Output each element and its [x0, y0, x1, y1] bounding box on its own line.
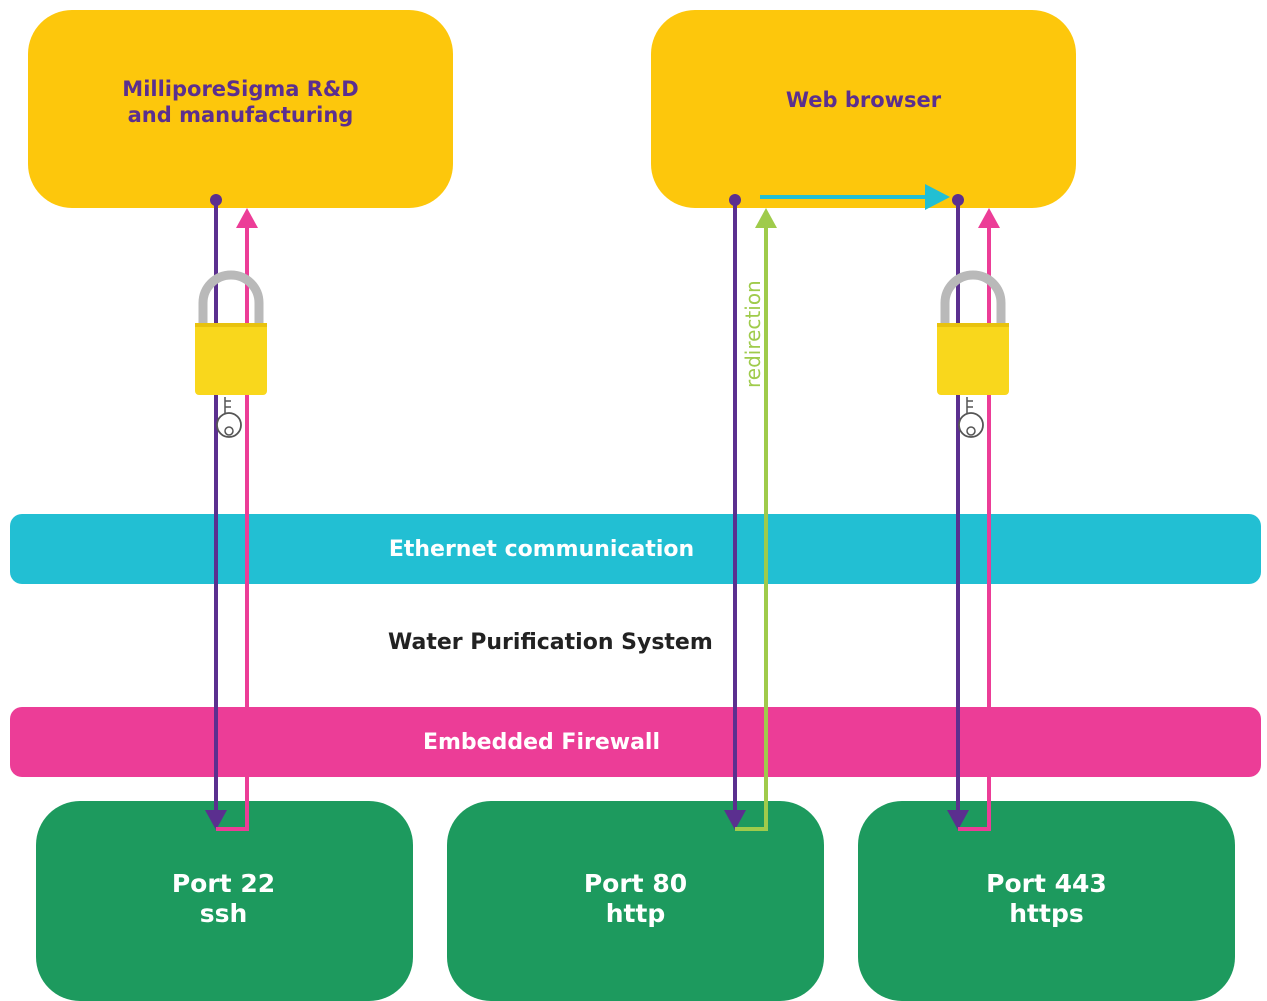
port-443-box: Port 443 https [858, 801, 1235, 1001]
port-443-label: Port 443 [986, 869, 1107, 898]
port-22-protocol: ssh [199, 899, 248, 928]
rnd-client-box: MilliporeSigma R&D and manufacturing [28, 10, 453, 208]
forward-arrowhead [925, 184, 950, 210]
http-channel: redirection [724, 194, 777, 831]
port-22-label: Port 22 [171, 869, 276, 898]
browser-forward-arrow [760, 184, 950, 210]
ssh-channel [195, 194, 267, 831]
ethernet-band: Ethernet communication [10, 514, 1261, 584]
port-80-label: Port 80 [583, 869, 688, 898]
https-response-line [958, 228, 991, 831]
system-label: Water Purification System [388, 630, 713, 655]
web-browser-box: Web browser [651, 10, 1076, 208]
port-80-protocol: http [605, 899, 666, 928]
web-browser-label: Web browser [785, 88, 942, 112]
https-request-arrowhead [947, 810, 969, 830]
https-response-arrowhead [978, 208, 1000, 228]
firewall-band: Embedded Firewall [10, 707, 1261, 777]
redirect-arrowhead [755, 208, 777, 228]
port-80-box: Port 80 http [447, 801, 824, 1001]
port-443-protocol: https [1009, 899, 1084, 928]
ssh-response-arrowhead [236, 208, 258, 228]
port-22-box: Port 22 ssh [36, 801, 413, 1001]
ssh-request-arrowhead [205, 810, 227, 830]
https-lock-icon [937, 275, 1009, 437]
rnd-client-line2: and manufacturing [127, 103, 354, 127]
firewall-label: Embedded Firewall [422, 729, 661, 755]
http-request-arrowhead [724, 810, 746, 830]
ssh-response-line [216, 228, 249, 831]
redirect-label: redirection [741, 280, 765, 388]
ethernet-label: Ethernet communication [388, 536, 695, 562]
redirect-line [735, 228, 768, 831]
rnd-client-line1: MilliporeSigma R&D [122, 77, 359, 101]
ssh-lock-icon [195, 275, 267, 437]
https-channel [937, 194, 1009, 831]
